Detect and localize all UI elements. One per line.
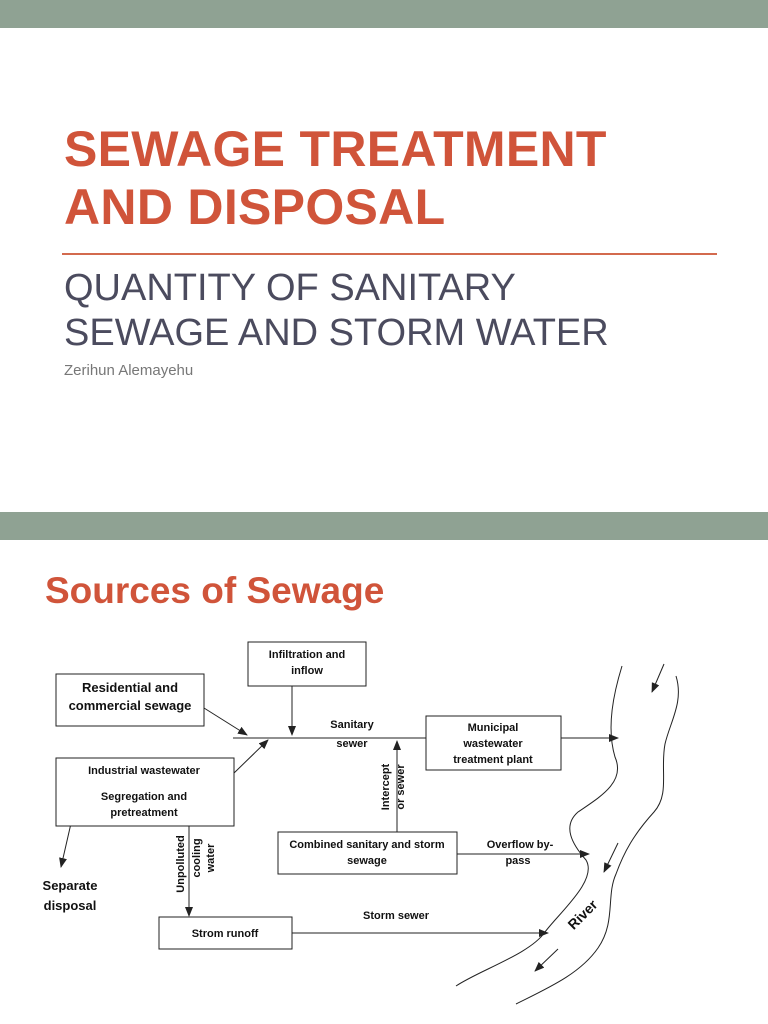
residential-arrow xyxy=(203,707,248,736)
combined-label-2: sewage xyxy=(347,855,387,867)
separate-disposal-arrow xyxy=(59,818,73,868)
interceptor-label-2: or sewer xyxy=(395,764,407,810)
combined-label-1: Combined sanitary and storm xyxy=(289,839,444,851)
slide-subtitle-line-1: QUANTITY OF SANITARY xyxy=(64,267,516,309)
overflow-label-2: pass xyxy=(505,855,530,867)
cooling-water-label-3: water xyxy=(205,843,217,873)
industrial-arrow xyxy=(232,739,269,775)
municipal-plant-box xyxy=(425,715,562,771)
slide-subtitle: QUANTITY OF SANITARY SEWAGE AND STORM WA… xyxy=(64,266,609,356)
sewage-sources-diagram: Infiltration and inflow Residential and … xyxy=(43,641,679,1005)
strom-runoff-box xyxy=(158,916,293,950)
sanitary-sewer-label-2: sewer xyxy=(336,738,368,750)
slide-title: SEWAGE TREATMENT AND DISPOSAL xyxy=(64,120,607,236)
strom-runoff-label: Strom runoff xyxy=(192,928,259,940)
author-name: Zerihun Alemayehu xyxy=(64,362,194,379)
infiltration-label-1: Infiltration and xyxy=(269,649,345,661)
top-band xyxy=(0,0,768,28)
storm-sewer-label: Storm sewer xyxy=(363,910,430,922)
river-flow-arrow-middle xyxy=(603,842,619,873)
title-slide: SEWAGE TREATMENT AND DISPOSAL QUANTITY O… xyxy=(62,120,717,379)
sanitary-sewer-label-1: Sanitary xyxy=(330,719,374,731)
residential-label-2: commercial sewage xyxy=(69,698,192,713)
cooling-water-label-1: Unpolluted xyxy=(175,835,187,892)
slide-title-line-2: AND DISPOSAL xyxy=(64,179,446,235)
sources-slide: Sources of Sewage Infilt xyxy=(0,512,768,1024)
infiltration-label-2: inflow xyxy=(291,665,323,677)
segregation-label-1: Segregation and xyxy=(101,791,187,803)
overflow-label-1: Overflow by- xyxy=(487,839,554,851)
interceptor-label-1: Intercept xyxy=(380,763,392,810)
river-flow-arrow-top xyxy=(651,663,665,693)
river-right-bank xyxy=(515,675,679,1005)
residential-label-1: Residential and xyxy=(82,680,178,695)
slide-title-line-1: SEWAGE TREATMENT xyxy=(64,121,607,177)
industrial-box xyxy=(55,757,235,827)
sources-title: Sources of Sewage xyxy=(45,570,385,611)
river-flow-arrow-bottom xyxy=(534,948,559,972)
combined-sewage-box xyxy=(277,831,458,875)
municipal-label-1: Municipal xyxy=(468,722,519,734)
title-divider xyxy=(62,253,717,255)
river-left-bank xyxy=(455,665,623,987)
cooling-water-label-2: cooling xyxy=(191,838,203,877)
industrial-label: Industrial wastewater xyxy=(88,765,201,777)
second-slide-band xyxy=(0,512,768,540)
municipal-label-2: wastewater xyxy=(462,738,523,750)
slide-subtitle-line-2: SEWAGE AND STORM WATER xyxy=(64,312,609,354)
segregation-label-2: pretreatment xyxy=(110,807,178,819)
infiltration-box xyxy=(247,641,367,687)
river-label: River xyxy=(564,896,600,932)
separate-disposal-label-1: Separate xyxy=(43,878,98,893)
municipal-label-3: treatment plant xyxy=(453,754,533,766)
separate-disposal-label-2: disposal xyxy=(44,898,97,913)
residential-box xyxy=(55,673,205,727)
